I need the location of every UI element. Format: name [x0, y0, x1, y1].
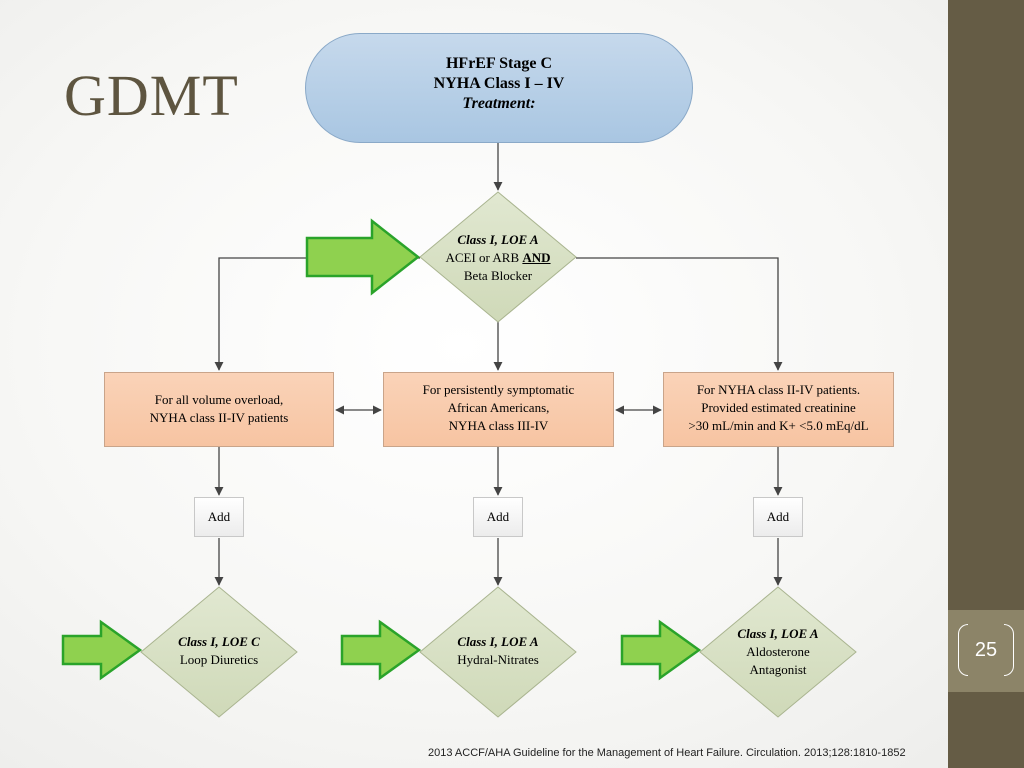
page-number-badge: 25 [956, 624, 1016, 678]
add-step-left: Add [194, 497, 244, 537]
page-number-band: 25 [948, 610, 1024, 692]
decision-diamond-top [419, 191, 577, 323]
criteria-line: African Americans, [447, 400, 550, 415]
highlight-arrow-icon [61, 619, 143, 681]
therapy-name: Hydral-Nitrates [457, 652, 539, 667]
connector-decision-to-right [576, 257, 783, 371]
right-sidebar: 25 [948, 0, 1024, 768]
decision-label-top: Class I, LOE A ACEI or ARB AND Beta Bloc… [420, 222, 576, 294]
start-node-hfref: HFrEF Stage C NYHA Class I – IV Treatmen… [305, 33, 693, 143]
criteria-line: For persistently symptomatic [422, 382, 575, 397]
therapy-label-loop-diuretics: Class I, LOE C Loop Diuretics [141, 622, 297, 680]
page-number: 25 [974, 639, 998, 661]
criteria-line: For all volume overload, [154, 392, 284, 407]
start-title: HFrEF Stage C [445, 55, 553, 72]
criteria-box-renal-potassium: For NYHA class II-IV patients. Provided … [663, 372, 894, 447]
therapy-name: Loop Diuretics [179, 652, 259, 667]
therapy-name: Antagonist [749, 662, 807, 677]
decision-text-line1: ACEI or ARB AND [445, 250, 551, 265]
decision-class-text: Class I, LOE A [457, 232, 539, 247]
therapy-class-text: Class I, LOE A [457, 634, 539, 649]
therapy-name: Aldosterone [746, 644, 810, 659]
criteria-line: >30 mL/min and K+ <5.0 mEq/dL [688, 418, 869, 433]
start-treatment-label: Treatment: [462, 95, 536, 112]
start-subtitle: NYHA Class I – IV [433, 75, 565, 92]
therapy-diamond-left [140, 586, 298, 718]
criteria-box-african-americans: For persistently symptomatic African Ame… [383, 372, 614, 447]
add-step-right: Add [753, 497, 803, 537]
therapy-diamond-middle [419, 586, 577, 718]
slide-title: GDMT [64, 63, 239, 128]
therapy-label-hydral-nitrates: Class I, LOE A Hydral-Nitrates [420, 622, 576, 680]
citation-footer: 2013 ACCF/AHA Guideline for the Manageme… [428, 747, 906, 759]
therapy-diamond-right [699, 586, 857, 718]
therapy-label-aldosterone-antagonist: Class I, LOE A Aldosterone Antagonist [700, 614, 856, 690]
therapy-class-text: Class I, LOE C [178, 634, 260, 649]
criteria-line: For NYHA class II-IV patients. [696, 382, 861, 397]
decision-text-line2: Beta Blocker [463, 268, 533, 283]
criteria-box-volume-overload: For all volume overload, NYHA class II-I… [104, 372, 334, 447]
criteria-line: Provided estimated creatinine [701, 400, 856, 415]
criteria-line: NYHA class III-IV [448, 418, 549, 433]
criteria-line: NYHA class II-IV patients [149, 410, 289, 425]
therapy-class-text: Class I, LOE A [737, 626, 819, 641]
and-emphasis: AND [522, 250, 551, 265]
add-step-middle: Add [473, 497, 523, 537]
highlight-arrow-icon [620, 619, 702, 681]
highlight-arrow-icon [340, 619, 422, 681]
highlight-arrow-icon [305, 218, 421, 296]
